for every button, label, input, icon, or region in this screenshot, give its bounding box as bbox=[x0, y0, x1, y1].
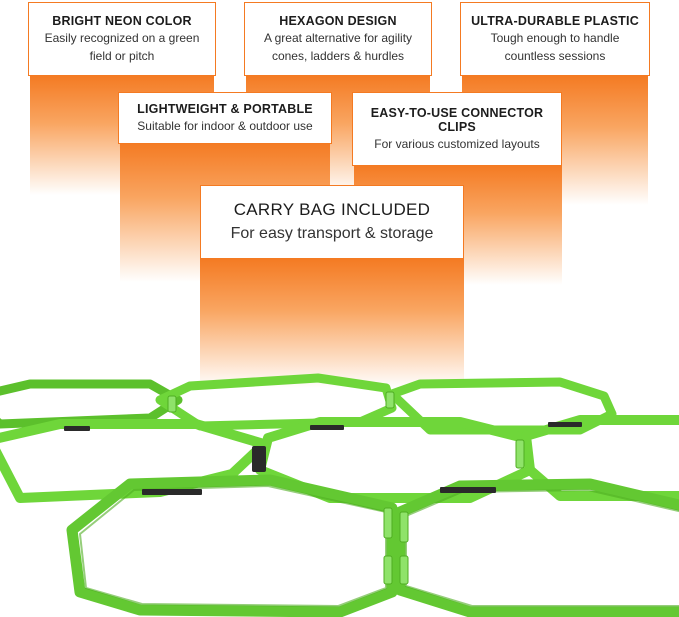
feature-title: HEXAGON DESIGN bbox=[279, 14, 397, 28]
feature-title: BRIGHT NEON COLOR bbox=[52, 14, 192, 28]
feature-box-lightweight-portable: LIGHTWEIGHT & PORTABLE Suitable for indo… bbox=[118, 92, 332, 144]
feature-description-line: countless sessions bbox=[504, 49, 606, 63]
feature-description-line: A great alternative for agility bbox=[263, 31, 413, 45]
hexagon-ring bbox=[521, 415, 679, 501]
feature-description-line: Tough enough to handle bbox=[490, 31, 620, 45]
hexagon-ring bbox=[0, 379, 183, 429]
feature-description-line: Suitable for indoor & outdoor use bbox=[137, 119, 313, 133]
hexagon-ring bbox=[394, 478, 679, 617]
hexagon-ring bbox=[0, 419, 269, 503]
connector-clip bbox=[64, 426, 90, 431]
feature-box-connector-clips: EASY-TO-USE CONNECTOR CLIPS For various … bbox=[352, 92, 562, 166]
hexagon-ring-shade bbox=[78, 484, 387, 608]
feature-description-line: cones, ladders & hurdles bbox=[271, 49, 405, 63]
feature-description-line: Easily recognized on a green bbox=[44, 31, 200, 45]
feature-title: LIGHTWEIGHT & PORTABLE bbox=[137, 102, 313, 116]
feature-description-line: field or pitch bbox=[89, 49, 155, 63]
joint-tab bbox=[385, 391, 395, 409]
connector-clip bbox=[310, 425, 344, 430]
connector-clip bbox=[252, 446, 266, 472]
connector-clip bbox=[548, 422, 582, 427]
feature-description-line: For various customized layouts bbox=[374, 137, 540, 151]
joint-tab bbox=[383, 507, 393, 539]
joint-tab bbox=[399, 555, 409, 585]
joint-tab bbox=[167, 395, 177, 413]
connector-clip bbox=[440, 487, 496, 493]
feature-box-hexagon-design: HEXAGON DESIGN A great alternative for a… bbox=[244, 2, 432, 76]
feature-description-line: For easy transport & storage bbox=[230, 225, 434, 242]
feature-box-bright-neon-color: BRIGHT NEON COLOR Easily recognized on a… bbox=[28, 2, 216, 76]
feature-title: EASY-TO-USE CONNECTOR CLIPS bbox=[370, 106, 544, 134]
feature-box-carry-bag: CARRY BAG INCLUDED For easy transport & … bbox=[200, 185, 464, 259]
joint-tab bbox=[515, 439, 525, 469]
feature-title: ULTRA-DURABLE PLASTIC bbox=[471, 14, 639, 28]
hexagon-ring bbox=[387, 377, 617, 435]
feature-title: CARRY BAG INCLUDED bbox=[233, 200, 431, 219]
joint-tab bbox=[383, 555, 393, 585]
hexagon-ring-shade bbox=[405, 488, 679, 607]
joint-tab bbox=[399, 511, 409, 543]
hexagon-ring bbox=[66, 474, 398, 617]
feature-box-ultra-durable-plastic: ULTRA-DURABLE PLASTIC Tough enough to ha… bbox=[460, 2, 650, 76]
glow-6 bbox=[200, 258, 464, 388]
connector-clip bbox=[142, 489, 202, 495]
